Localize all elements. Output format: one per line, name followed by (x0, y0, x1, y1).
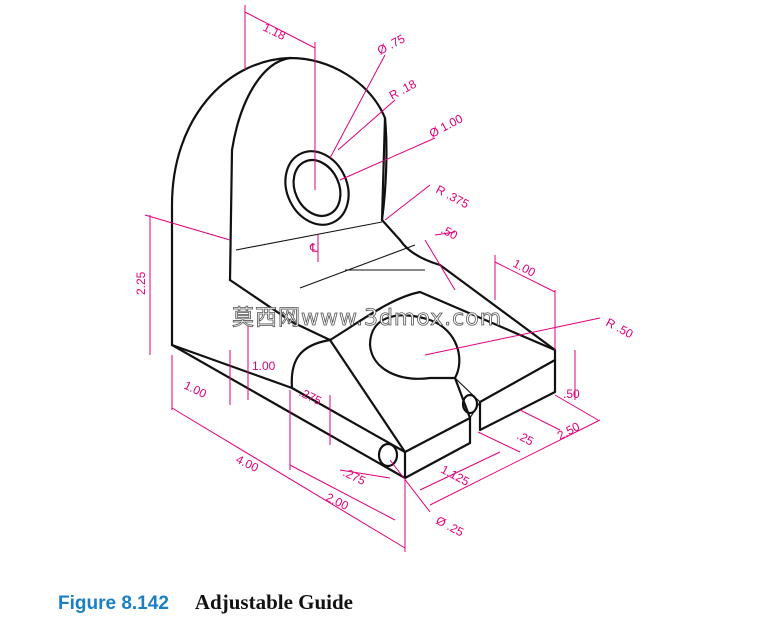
dim-dia-75: Ø .75 (375, 31, 408, 57)
dim-1-00-height: 1.00 (252, 359, 276, 373)
dim-275-lower: .275 (341, 465, 368, 488)
figure-title: Adjustable Guide (194, 590, 354, 614)
dim-50-right: .50 (563, 387, 580, 401)
figure-label: Figure 8.142 (58, 593, 169, 614)
dim-1-18: 1.18 (261, 20, 288, 43)
dim-dia-25: Ø .25 (434, 513, 467, 539)
centerline-symbol: ℄ (309, 241, 318, 255)
dim-2-25: 2.25 (134, 271, 148, 295)
dim-r-50: R .50 (604, 315, 636, 341)
dim-dia-1-00: Ø 1.00 (427, 111, 466, 140)
dim-4-00: 4.00 (234, 452, 261, 475)
dim-2-00: 2.00 (324, 490, 351, 513)
dim-25: .25 (515, 428, 537, 448)
dim-2-50: 2.50 (555, 419, 582, 442)
dim-1-00-left: 1.00 (182, 378, 209, 401)
dim-r-18: R .18 (387, 77, 419, 103)
dim-r-375: R .375 (434, 182, 472, 211)
dim-1-125: 1.125 (439, 462, 472, 489)
object-outline (170, 56, 557, 480)
dim-50-top: .50 (439, 222, 461, 242)
dimension-lines (144, 5, 601, 552)
figure-caption: Figure 8.142 Adjustable Guide (58, 590, 353, 615)
watermark: 莫西网www.3dmox.com (232, 306, 502, 331)
